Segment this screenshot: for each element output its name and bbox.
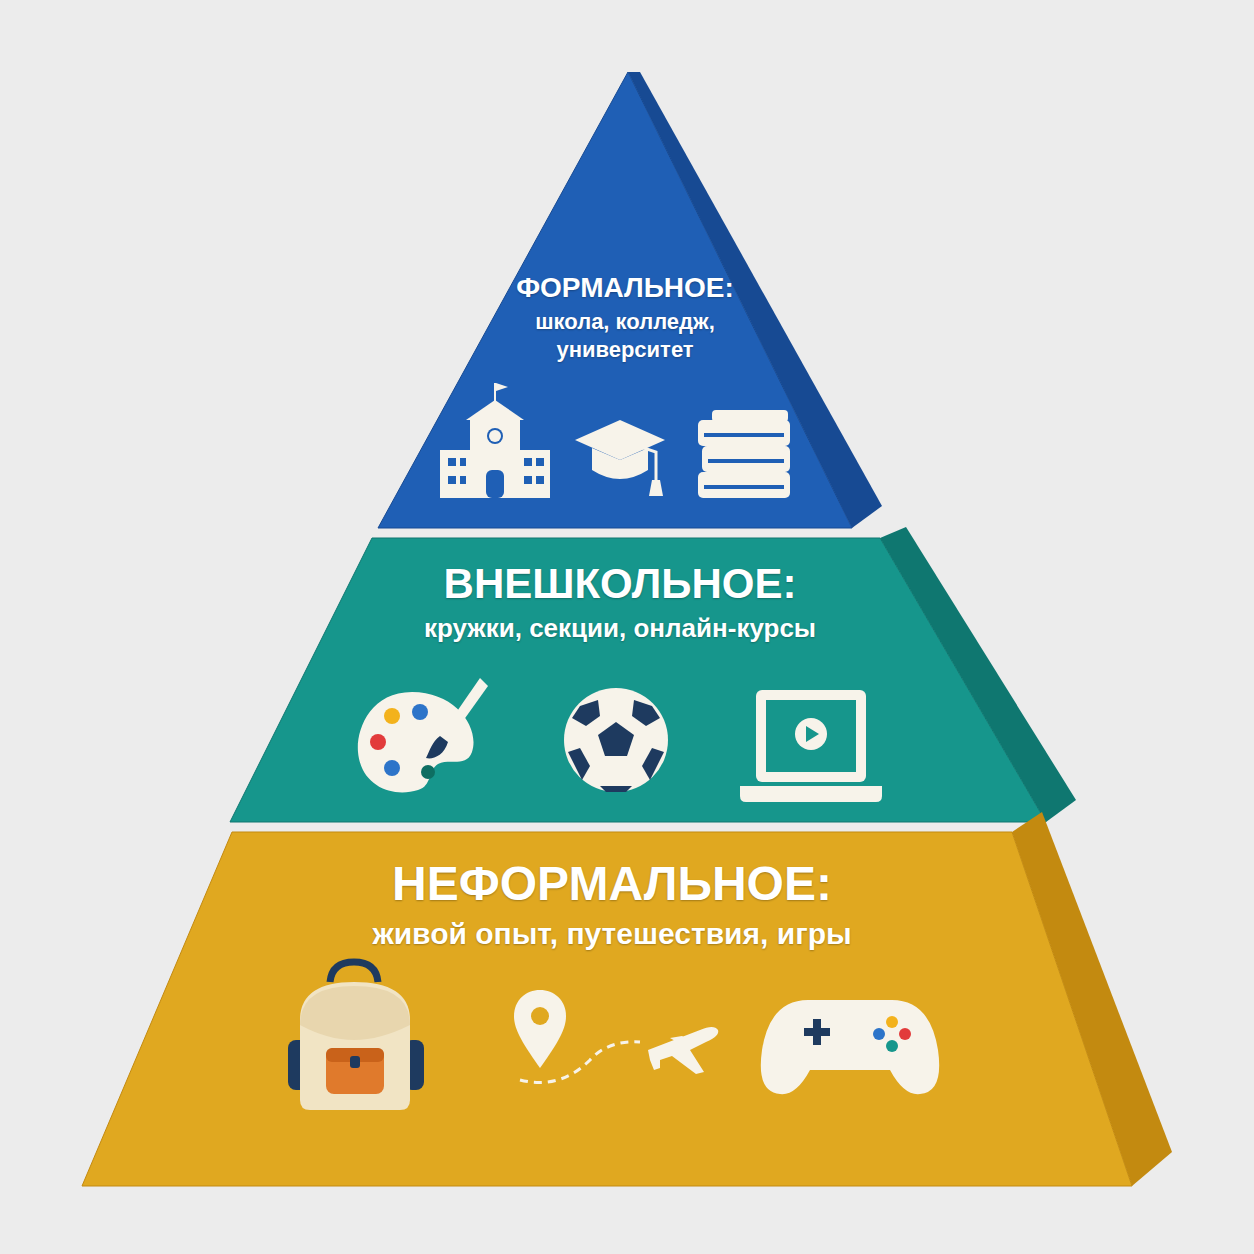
- tier-heading: ВНЕШКОЛЬНОЕ:: [340, 560, 900, 608]
- informal-tier: НЕФОРМАЛЬНОЕ: живой опыт, путешествия, иг…: [75, 805, 1180, 1190]
- tier-examples: школа, колледж, университет: [500, 308, 750, 363]
- tier-heading: НЕФОРМАЛЬНОЕ:: [202, 856, 1022, 911]
- ball-icon: [564, 688, 668, 792]
- travel-icon: [514, 990, 718, 1083]
- tier-text: ФОРМАЛЬНОЕ: школа, колледж, университет: [500, 272, 750, 363]
- tier-heading: ФОРМАЛЬНОЕ:: [500, 272, 750, 304]
- tier-examples: кружки, секции, онлайн-курсы: [340, 612, 900, 645]
- school-icon: [440, 383, 550, 498]
- tier-front: [82, 832, 1132, 1186]
- backpack-icon: [288, 962, 424, 1110]
- gamepad-icon: [761, 1000, 939, 1094]
- books-icon: [698, 410, 790, 498]
- formal-tier: ФОРМАЛЬНОЕ: школа, колледж, университет: [370, 60, 890, 535]
- tier-text: ВНЕШКОЛЬНОЕ: кружки, секции, онлайн-курсы: [340, 560, 900, 645]
- laptop-icon: [740, 690, 882, 802]
- tier-text: НЕФОРМАЛЬНОЕ: живой опыт, путешествия, иг…: [202, 856, 1022, 953]
- tier-front: [230, 538, 1046, 822]
- graduation-cap-icon: [575, 420, 665, 496]
- tier-examples: живой опыт, путешествия, игры: [202, 915, 1022, 953]
- out-of-school-tier: ВНЕШКОЛЬНОЕ: кружки, секции, онлайн-курсы: [225, 525, 1085, 830]
- palette-icon: [358, 678, 488, 792]
- tier-front: [378, 72, 852, 528]
